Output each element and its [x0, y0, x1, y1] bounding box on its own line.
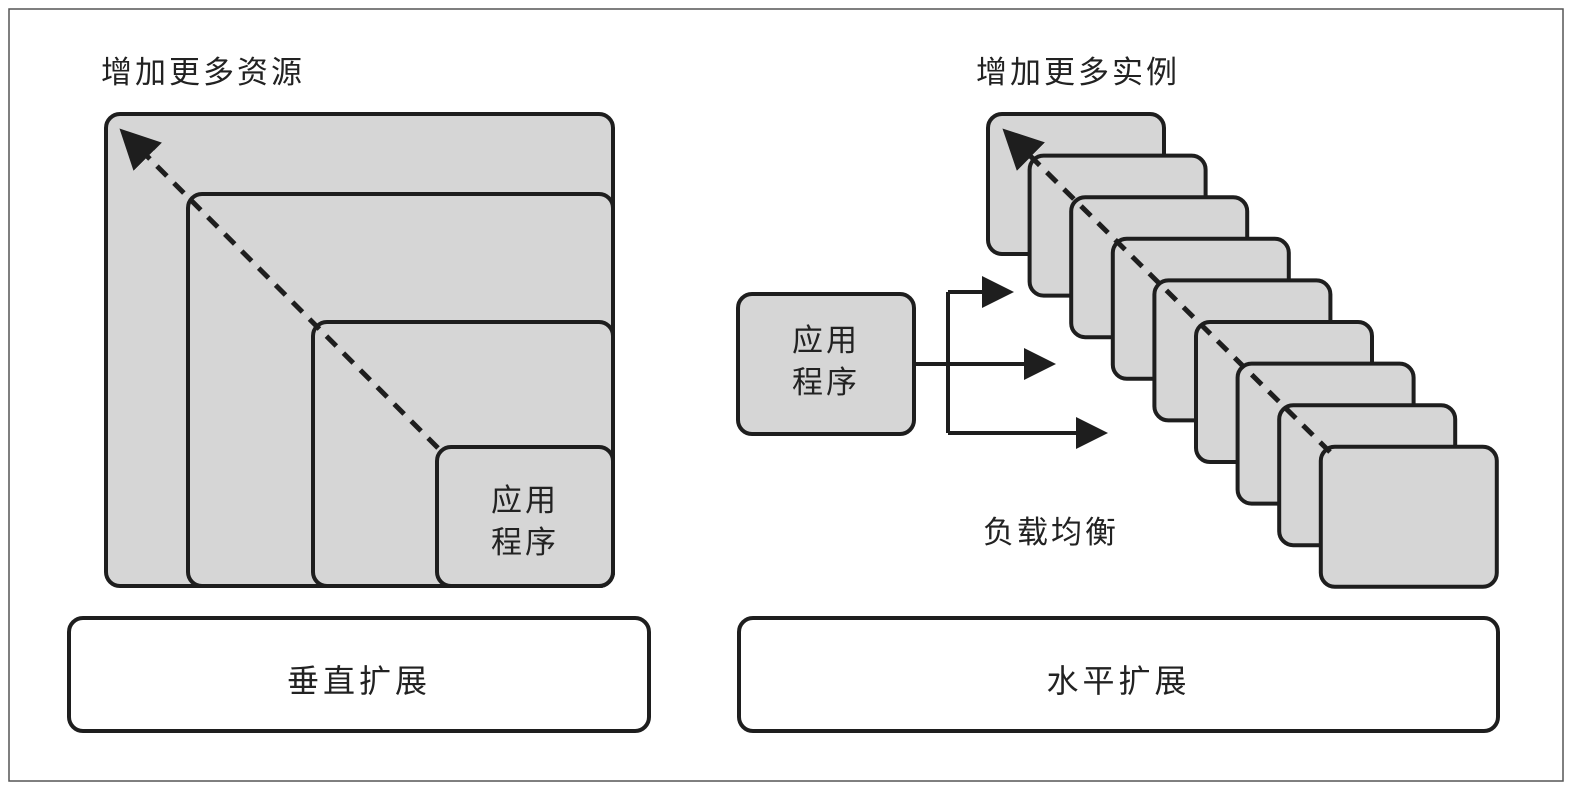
vertical-app-label: 应用 程序 [437, 480, 613, 564]
vertical-app-label-line2: 程序 [491, 525, 559, 561]
instance-stack [986, 112, 1499, 589]
horizontal-app-label-line1: 应用 [792, 323, 860, 359]
horizontal-title: 增加更多实例 [976, 55, 1180, 91]
vertical-nested-boxes [104, 112, 615, 588]
horizontal-app-label: 应用 程序 [738, 320, 914, 404]
load-balancer-arrows [914, 276, 1108, 449]
grow-arrow-horizontal [1002, 128, 1332, 454]
horizontal-caption: 水平扩展 [1046, 662, 1191, 700]
horizontal-app-label-line2: 程序 [792, 365, 860, 401]
vertical-caption: 垂直扩展 [286, 662, 431, 700]
load-balance-label: 负载均衡 [983, 515, 1119, 551]
app-box-vertical [435, 445, 615, 588]
caption-box-horizontal [737, 616, 1500, 733]
vertical-app-label-line1: 应用 [491, 483, 559, 519]
vertical-title: 增加更多资源 [101, 55, 305, 91]
grow-arrow-vertical [119, 128, 440, 450]
instance-box-9 [1318, 444, 1499, 589]
caption-box-vertical [67, 616, 651, 733]
